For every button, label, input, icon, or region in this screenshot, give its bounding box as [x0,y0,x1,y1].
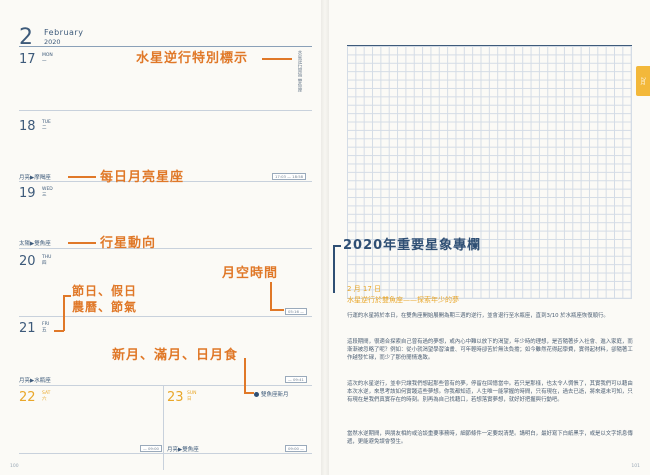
day-divider [19,110,312,111]
day-divider [19,316,312,317]
day-23-dow-cn: 日 [187,397,192,402]
new-moon-label: 雙魚座新月 [261,392,289,398]
left-page: 2 February 2020 17 MON 一 水星逆行開始 雙魚座 18 T… [10,25,312,470]
page-number-left: 100 [10,464,19,469]
day-20-dow: THU [42,255,52,260]
day-17-dow: MON [42,53,53,58]
book-gutter [321,0,329,475]
mercury-retro-note: 水星逆行開始 雙魚座 [297,50,302,92]
day-18-moon-sign: 月亮▶摩羯座 [19,175,51,181]
leader-void-moon-h [270,309,284,311]
day-23-dow: SUN [187,391,197,396]
article-paragraph: 行運的水星將於本日，在雙魚座開始展開為期三週的逆行，並會退行至水瓶座，直到3/1… [347,313,609,319]
day-19-dow-cn: 三 [42,193,47,198]
day-23-void-time: 09:00 — [285,445,307,452]
day-19-number: 19 [19,186,36,201]
day-divider [19,248,312,249]
weekend-divider [163,385,164,470]
article-title: 水星逆行於雙魚座——探索年少的夢 [347,296,459,304]
day-22-dow: SAT [42,391,51,396]
callout-mercury: 水星逆行特別標示 [136,51,249,66]
day-22-dow-cn: 六 [42,397,47,402]
day-18-dow: TUE [42,120,51,125]
callout-column: 2020年重要星象專欄 [343,238,482,253]
day-18-void-time: 17:03 — 18:58 [272,173,307,180]
day-23-moon-sign: 月亮▶雙魚座 [167,447,199,453]
header-rule [19,46,312,47]
day-divider [19,181,312,182]
day-22-void-time: — 09:00 [140,445,162,452]
new-moon-icon [254,392,259,397]
day-divider [19,385,312,386]
day-20-number: 20 [19,254,36,269]
leader-eclipse-v [244,358,246,392]
leader-moon-sign [68,176,96,178]
grid-top-rule [347,45,632,47]
leader-column-v [333,245,335,293]
day-20-void-time: 05:16 — [285,308,307,315]
leader-eclipse-h [244,392,254,394]
leader-mercury [262,58,292,60]
page-number-right: 101 [631,464,640,469]
day-23-number: 23 [167,390,184,405]
leader-column-top [333,245,341,247]
day-17-number: 17 [19,52,36,67]
month-tab[interactable]: 2月 [636,66,650,96]
leader-holiday [63,295,71,297]
callout-lunar: 農曆、節氣 [72,300,138,314]
callout-moon-sign: 每日月亮星座 [100,170,185,185]
callout-void-moon: 月空時間 [222,266,279,281]
leader-planet [68,242,96,244]
article-paragraph: 這段期間，很適合探索自己曾有過的夢想，或內心中難以放下的渴望，年少時的理想，是否… [347,339,633,362]
leader-holiday-v [63,295,65,331]
callout-planet: 行星動向 [100,236,157,251]
year: 2020 [44,38,61,46]
day-19-planet: 太陽▶雙魚座 [19,241,51,247]
article-paragraph: 當然水逆期間，與朋友相約或洽談重要事務時，細節條件一定要說清楚。講明白，最好寫下… [347,431,633,446]
month-number: 2 [19,25,33,50]
day-23-new-moon: 雙魚座新月 [254,390,289,398]
article-paragraph: 這次的水星逆行，並非只讓我們想起那些曾有的夢，停留在回憶當中。若只是那樣，也太令… [347,381,633,404]
article-date: 2 月 17 日 [347,285,382,293]
month-name: February [44,28,84,37]
day-21-dow: FRI [42,322,50,327]
day-19-dow: WED [42,187,53,192]
leader-holiday-h [54,330,64,332]
callout-eclipse: 新月、滿月、日月食 [112,348,239,363]
day-20-dow-cn: 四 [42,261,47,266]
day-18-dow-cn: 二 [42,126,47,131]
day-21-moon-sign: 月亮▶水瓶座 [19,378,51,384]
day-21-dow-cn: 五 [42,328,47,333]
day-18-number: 18 [19,119,36,134]
callout-holiday: 節日、假日 [72,284,138,298]
day-21-number: 21 [19,321,36,336]
day-17-dow-cn: 一 [42,59,47,64]
day-21-void-time: — 09:41 [285,376,307,383]
notes-grid[interactable] [347,46,632,299]
day-22-number: 22 [19,390,36,405]
leader-void-moon-v [270,282,272,310]
bottom-rule [19,453,312,454]
